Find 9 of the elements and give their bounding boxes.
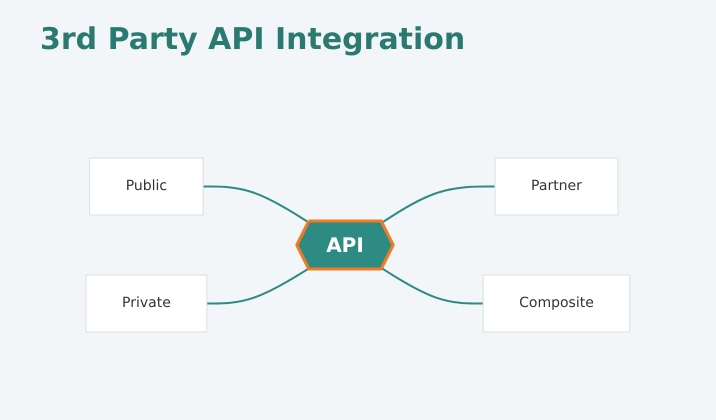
node-box: Public (89, 158, 204, 216)
connector (382, 186, 496, 224)
node-box: Composite (482, 274, 630, 332)
connector (206, 268, 310, 304)
node-box: Private (86, 274, 208, 332)
title: 3rd Party API Integration (40, 22, 466, 57)
connector (382, 268, 484, 304)
connector (203, 186, 310, 224)
node-box: Partner (494, 158, 618, 216)
